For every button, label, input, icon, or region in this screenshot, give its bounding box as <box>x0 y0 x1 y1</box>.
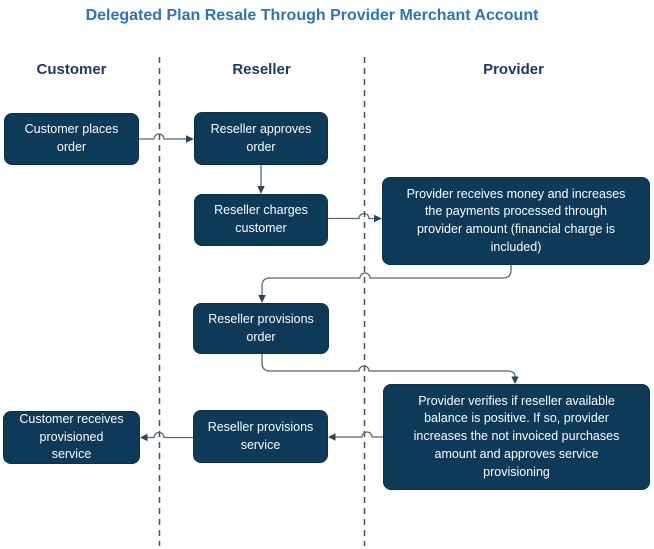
arrowhead-left-icon <box>140 433 148 442</box>
node-reseller-charges-customer: Reseller charges customer <box>194 194 328 246</box>
connector-customer-places-order-to-reseller-approves-order <box>139 133 194 143</box>
lane-header-reseller: Reseller <box>232 61 291 78</box>
node-reseller-provisions-order: Reseller provisions order <box>193 303 329 354</box>
arrowhead-right-icon <box>374 214 382 223</box>
lane-header-customer: Customer <box>36 61 107 78</box>
arrowhead-down-icon <box>511 376 519 384</box>
node-reseller-provisions-service: Reseller provisions service <box>193 410 328 463</box>
node-customer-receives-service: Customer receives provisioned service <box>3 411 140 464</box>
connector-provider-receives-money-to-reseller-provisions-order <box>258 265 512 303</box>
connector-reseller-provisions-order-to-provider-verifies-balance <box>261 354 519 384</box>
arrowhead-right-icon <box>186 135 194 143</box>
connector-reseller-provisions-service-to-customer-receives-service <box>140 431 193 442</box>
connector-reseller-charges-customer-to-provider-receives-money <box>328 212 382 223</box>
node-customer-places-order: Customer places order <box>4 113 139 165</box>
node-provider-receives-money: Provider receives money and increases th… <box>382 177 650 265</box>
node-reseller-approves-order: Reseller approves order <box>194 112 328 165</box>
node-provider-verifies-balance: Provider verifies if reseller available … <box>383 384 650 490</box>
arrowhead-down-icon <box>257 186 265 194</box>
arrowhead-left-icon <box>328 433 336 441</box>
connector-provider-verifies-balance-to-reseller-provisions-service <box>328 431 383 441</box>
connector-reseller-approves-order-to-reseller-charges-customer <box>257 165 265 194</box>
lane-header-provider: Provider <box>483 61 544 78</box>
diagram-title: Delegated Plan Resale Through Provider M… <box>85 7 539 24</box>
arrowhead-down-icon <box>258 295 266 303</box>
